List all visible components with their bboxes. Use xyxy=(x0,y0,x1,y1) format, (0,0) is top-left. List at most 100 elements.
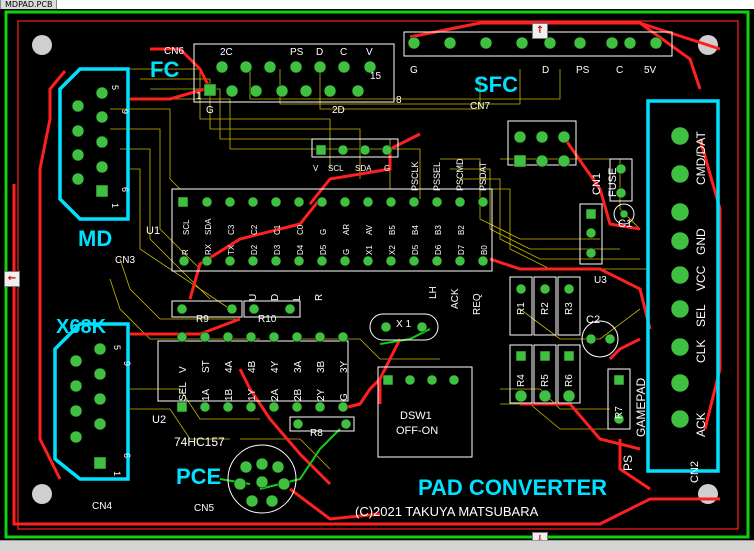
r7-label: R7 xyxy=(614,406,625,419)
u1-pin-label: D3 xyxy=(273,244,282,255)
u1-pin-label: AV xyxy=(365,224,374,235)
pce-label: PCE xyxy=(176,464,221,489)
cn1-pin-label: SCL xyxy=(328,164,344,173)
u2-pin-label: SEL xyxy=(178,382,189,401)
gamepad-label: GAMEPAD xyxy=(634,378,648,437)
scroll-up-button[interactable]: ↑ xyxy=(532,23,548,39)
cn3-label: CN3 xyxy=(115,255,135,266)
u2-pin-label: 1Y xyxy=(247,388,258,401)
cn2-pin-label: VCC xyxy=(694,265,708,291)
dsw1-label: DSW1 xyxy=(400,410,432,422)
ps-pin-label: PSCMD xyxy=(455,158,465,191)
r1-outline xyxy=(509,276,533,336)
u1-side-labels: U D L R LH ACK REQ xyxy=(248,286,483,315)
u1-pin-label: C2 xyxy=(250,224,259,235)
u2-pin-label: 4B xyxy=(247,360,258,373)
u1-pin-label: C3 xyxy=(227,224,236,235)
fc-pin-label: 2C xyxy=(220,47,233,58)
pcb-layout: FC SFC MD X68K PCE PAD CONVERTER (C)2021… xyxy=(4,10,750,539)
u1-pin-label: TX xyxy=(227,244,236,255)
ps-pin-labels: PSCLK PSSEL PSCMD PSDAT xyxy=(410,158,488,191)
pce-connector-outline xyxy=(227,444,297,514)
u1-pin-label: D6 xyxy=(434,244,443,255)
r8-label: R8 xyxy=(310,428,323,439)
fuse-label: FUSE xyxy=(607,168,619,197)
signal-traces xyxy=(109,68,650,470)
md-pin-number: 6 xyxy=(120,187,130,192)
fc-label: FC xyxy=(150,57,179,82)
u2-pin-label: 2A xyxy=(270,388,281,401)
c1-label: C1 xyxy=(618,218,632,230)
u2-pin-label: 4A xyxy=(224,360,235,373)
ps-label: PS xyxy=(621,455,635,471)
horizontal-scrollbar[interactable] xyxy=(0,540,754,551)
u2-pin-label: 3B xyxy=(316,360,327,373)
u1-outline xyxy=(171,188,493,272)
sfc-pin-label: 5V xyxy=(644,65,657,76)
fc-connector-outline xyxy=(193,43,395,103)
power-traces xyxy=(12,21,722,526)
u1-pin-label: C1 xyxy=(273,224,282,235)
u1-pin-label: X2 xyxy=(388,245,397,255)
cn2-pin-labels: CMD/DAT GND VCC SEL CLK ACK xyxy=(694,131,708,437)
ps-pin-label: PSCLK xyxy=(410,161,420,191)
u2-pin-label: 2Y xyxy=(316,388,327,401)
r2-outline xyxy=(533,276,557,336)
u1-side-label: ACK xyxy=(450,288,461,309)
cn1-pin-labels: V SCL SDA G xyxy=(313,164,390,173)
r6-outline xyxy=(557,344,581,404)
u1-pin-label: G xyxy=(319,229,328,235)
fc-pin-label: D xyxy=(316,47,323,58)
silkscreen-outlines xyxy=(157,31,673,514)
r5-outline xyxy=(533,344,557,404)
fc-pin-label: 1 xyxy=(196,91,202,102)
cn5-label: CN5 xyxy=(194,503,214,514)
r3-label: R3 xyxy=(564,302,575,315)
u1-pin-label: RX xyxy=(204,243,213,255)
r2-label: R2 xyxy=(540,302,551,315)
cn1-pin-label: V xyxy=(313,164,319,173)
r6-label: R6 xyxy=(564,374,575,387)
u1-side-label: U xyxy=(248,294,259,301)
u2-pin-label: 3Y xyxy=(339,360,350,373)
u3-label: U3 xyxy=(594,275,607,286)
fc-pin-labels: 2C D PS C V 15 8 2D 1 G xyxy=(196,47,402,116)
u2-pin-label: G xyxy=(339,393,350,401)
u2-pin-label: 3A xyxy=(293,360,304,373)
x1-outline xyxy=(369,313,439,341)
fc-pin-label: PS xyxy=(290,47,304,58)
u1-label: U1 xyxy=(146,225,160,237)
u1-pin-label: C0 xyxy=(296,224,305,235)
u1-side-label: D xyxy=(270,294,281,301)
scroll-left-button[interactable]: ← xyxy=(4,271,20,287)
cn2-label: CN2 xyxy=(689,461,701,483)
u1-top-pin-labels: SCL SDA C3 C2 C1 C0 G AR AV B5 B4 B3 B2 xyxy=(182,218,466,235)
r8-outline xyxy=(289,416,355,432)
u1-pin-label: B0 xyxy=(480,245,489,255)
board-outline xyxy=(4,10,750,539)
mounting-holes xyxy=(32,35,718,504)
cn1-outline xyxy=(311,138,399,158)
cn7-label: CN7 xyxy=(470,101,490,112)
x68k-pin-number: 1 xyxy=(112,471,122,476)
x68k-pin-number: 5 xyxy=(112,345,122,350)
pads xyxy=(69,36,690,508)
r10-label: R10 xyxy=(258,314,277,325)
cn2-pin-label: CLK xyxy=(694,340,708,363)
sfc-label: SFC xyxy=(474,72,518,97)
cn1-label: CN1 xyxy=(591,173,603,195)
u1-pin-label: B5 xyxy=(388,225,397,235)
pcb-canvas[interactable]: FC SFC MD X68K PCE PAD CONVERTER (C)2021… xyxy=(0,9,754,548)
dsw1-outline xyxy=(377,366,473,458)
u1-pin-label: D2 xyxy=(250,244,259,255)
sfc-pin-labels: G D PS C 5V xyxy=(410,65,657,76)
r7-outline xyxy=(607,368,631,430)
u1-pin-label: D5 xyxy=(319,244,328,255)
u2-pin-label: 2B xyxy=(293,388,304,401)
r5-label: R5 xyxy=(540,374,551,387)
r9-outline xyxy=(171,300,243,318)
ic-part-label: 74HC157 xyxy=(174,435,225,449)
md-pin-number: 1 xyxy=(110,203,120,208)
md-pin-number: 5 xyxy=(110,85,120,90)
connector-outlines xyxy=(53,67,720,481)
